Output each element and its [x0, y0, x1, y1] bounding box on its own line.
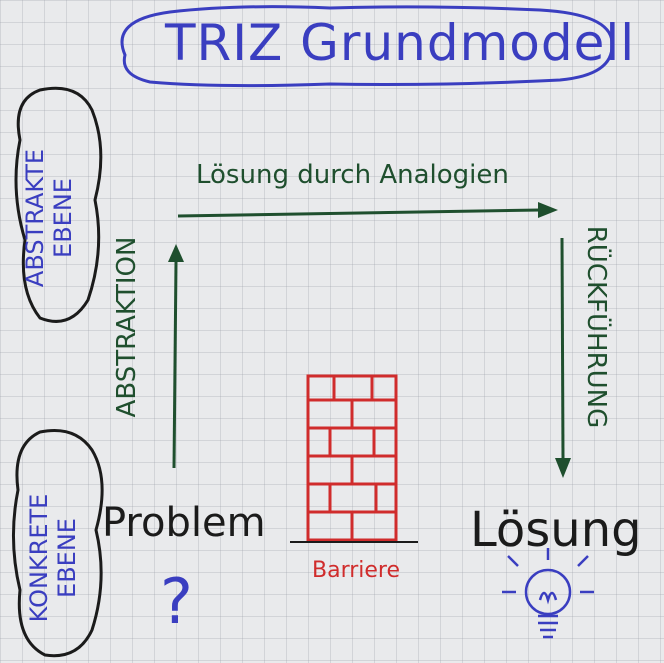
concrete-level-label: KONKRETE EBENE: [25, 463, 81, 653]
concrete-level-line1: KONKRETE: [25, 493, 53, 623]
abstract-level-line1: ABSTRAKTE: [21, 148, 49, 288]
barrier-wall: [290, 374, 418, 543]
abstract-level-label: ABSTRAKTE EBENE: [21, 123, 77, 313]
abstraction-arrow: [168, 244, 184, 469]
title-cloud: [120, 5, 614, 88]
barrier-label: Barriere: [312, 558, 401, 583]
lightbulb-icon: [502, 548, 594, 639]
concrete-level-line2: EBENE: [53, 518, 81, 598]
problem-label: Problem: [102, 500, 266, 546]
analogy-solution-arrow: [177, 202, 558, 218]
question-mark-icon: ?: [160, 565, 193, 638]
concrete-level-cloud: [11, 429, 104, 658]
abstract-level-line2: EBENE: [49, 178, 77, 258]
analogy-solution-label: Lösung durch Analogien: [196, 160, 509, 190]
abstract-level-cloud: [14, 86, 103, 323]
feedback-label: RÜCKFÜHRUNG: [581, 225, 611, 429]
solution-label: Lösung: [470, 502, 642, 558]
feedback-arrow: [555, 237, 571, 478]
diagram-title: TRIZ Grundmodell: [165, 14, 636, 72]
abstraction-label: ABSTRAKTION: [112, 236, 142, 418]
